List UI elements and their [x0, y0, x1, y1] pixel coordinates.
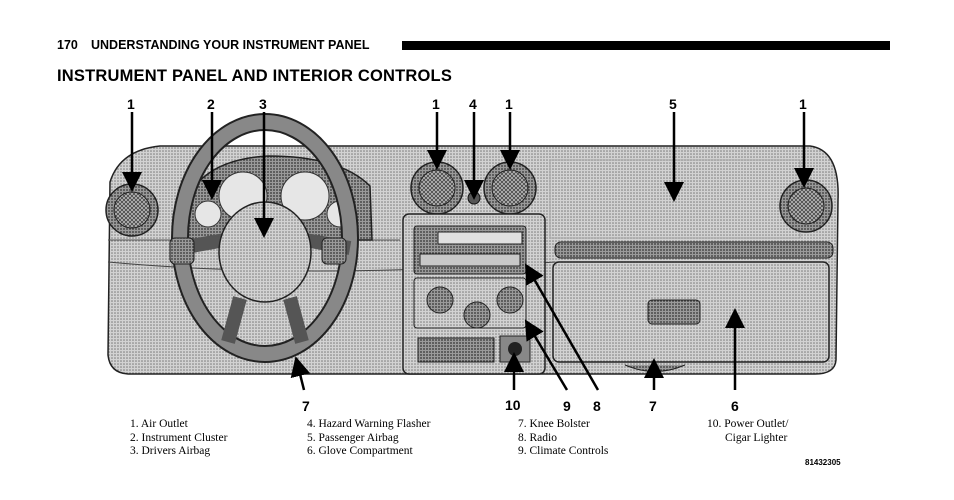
callout-8: 8 — [593, 398, 601, 414]
callout-9: 9 — [563, 398, 571, 414]
hazard-warning-flasher — [467, 191, 481, 205]
callout-1: 1 — [127, 96, 135, 112]
callout-10: 10 — [505, 397, 521, 413]
callout-7: 7 — [649, 398, 657, 414]
legend-item: 1. Air Outlet — [130, 418, 188, 430]
callout-1: 1 — [505, 96, 513, 112]
callout-1: 1 — [432, 96, 440, 112]
legend-column-1: 1. Air Outlet 2. Instrument Cluster 3. D… — [130, 418, 227, 459]
callout-4: 4 — [469, 96, 477, 112]
legend-column-3: 7. Knee Bolster 8. Radio 9. Climate Cont… — [518, 418, 608, 459]
page-header: 170 UNDERSTANDING YOUR INSTRUMENT PANEL — [57, 38, 890, 54]
callout-7: 7 — [302, 398, 310, 414]
legend-item: Cigar Lighter — [725, 431, 788, 444]
callout-5: 5 — [669, 96, 677, 112]
legend-item: 7. Knee Bolster — [518, 418, 590, 430]
legend-item: 9. Climate Controls — [518, 445, 609, 457]
legend-item: 8. Radio — [518, 431, 557, 444]
legend-column-2: 4. Hazard Warning Flasher 5. Passenger A… — [307, 418, 430, 459]
section-title: UNDERSTANDING YOUR INSTRUMENT PANEL — [91, 38, 370, 52]
legend-item: 4. Hazard Warning Flasher — [307, 418, 431, 430]
legend-item: 6. Glove Compartment — [307, 445, 413, 457]
callout-6: 6 — [731, 398, 739, 414]
page-title: INSTRUMENT PANEL AND INTERIOR CONTROLS — [57, 67, 453, 85]
callout-2: 2 — [207, 96, 215, 112]
passenger-airbag-area — [549, 159, 801, 239]
legend-column-4: 10. Power Outlet/ Cigar Lighter — [707, 418, 788, 445]
figure-id: 81432305 — [805, 458, 841, 467]
callout-3: 3 — [259, 96, 267, 112]
callout-1: 1 — [799, 96, 807, 112]
legend-item: 2. Instrument Cluster — [130, 431, 228, 444]
legend-item: 5. Passenger Airbag — [307, 431, 399, 444]
legend-item: 10. Power Outlet/ — [707, 418, 789, 430]
page-number: 170 — [57, 38, 78, 52]
legend-item: 3. Drivers Airbag — [130, 445, 211, 457]
header-rule — [402, 41, 890, 50]
